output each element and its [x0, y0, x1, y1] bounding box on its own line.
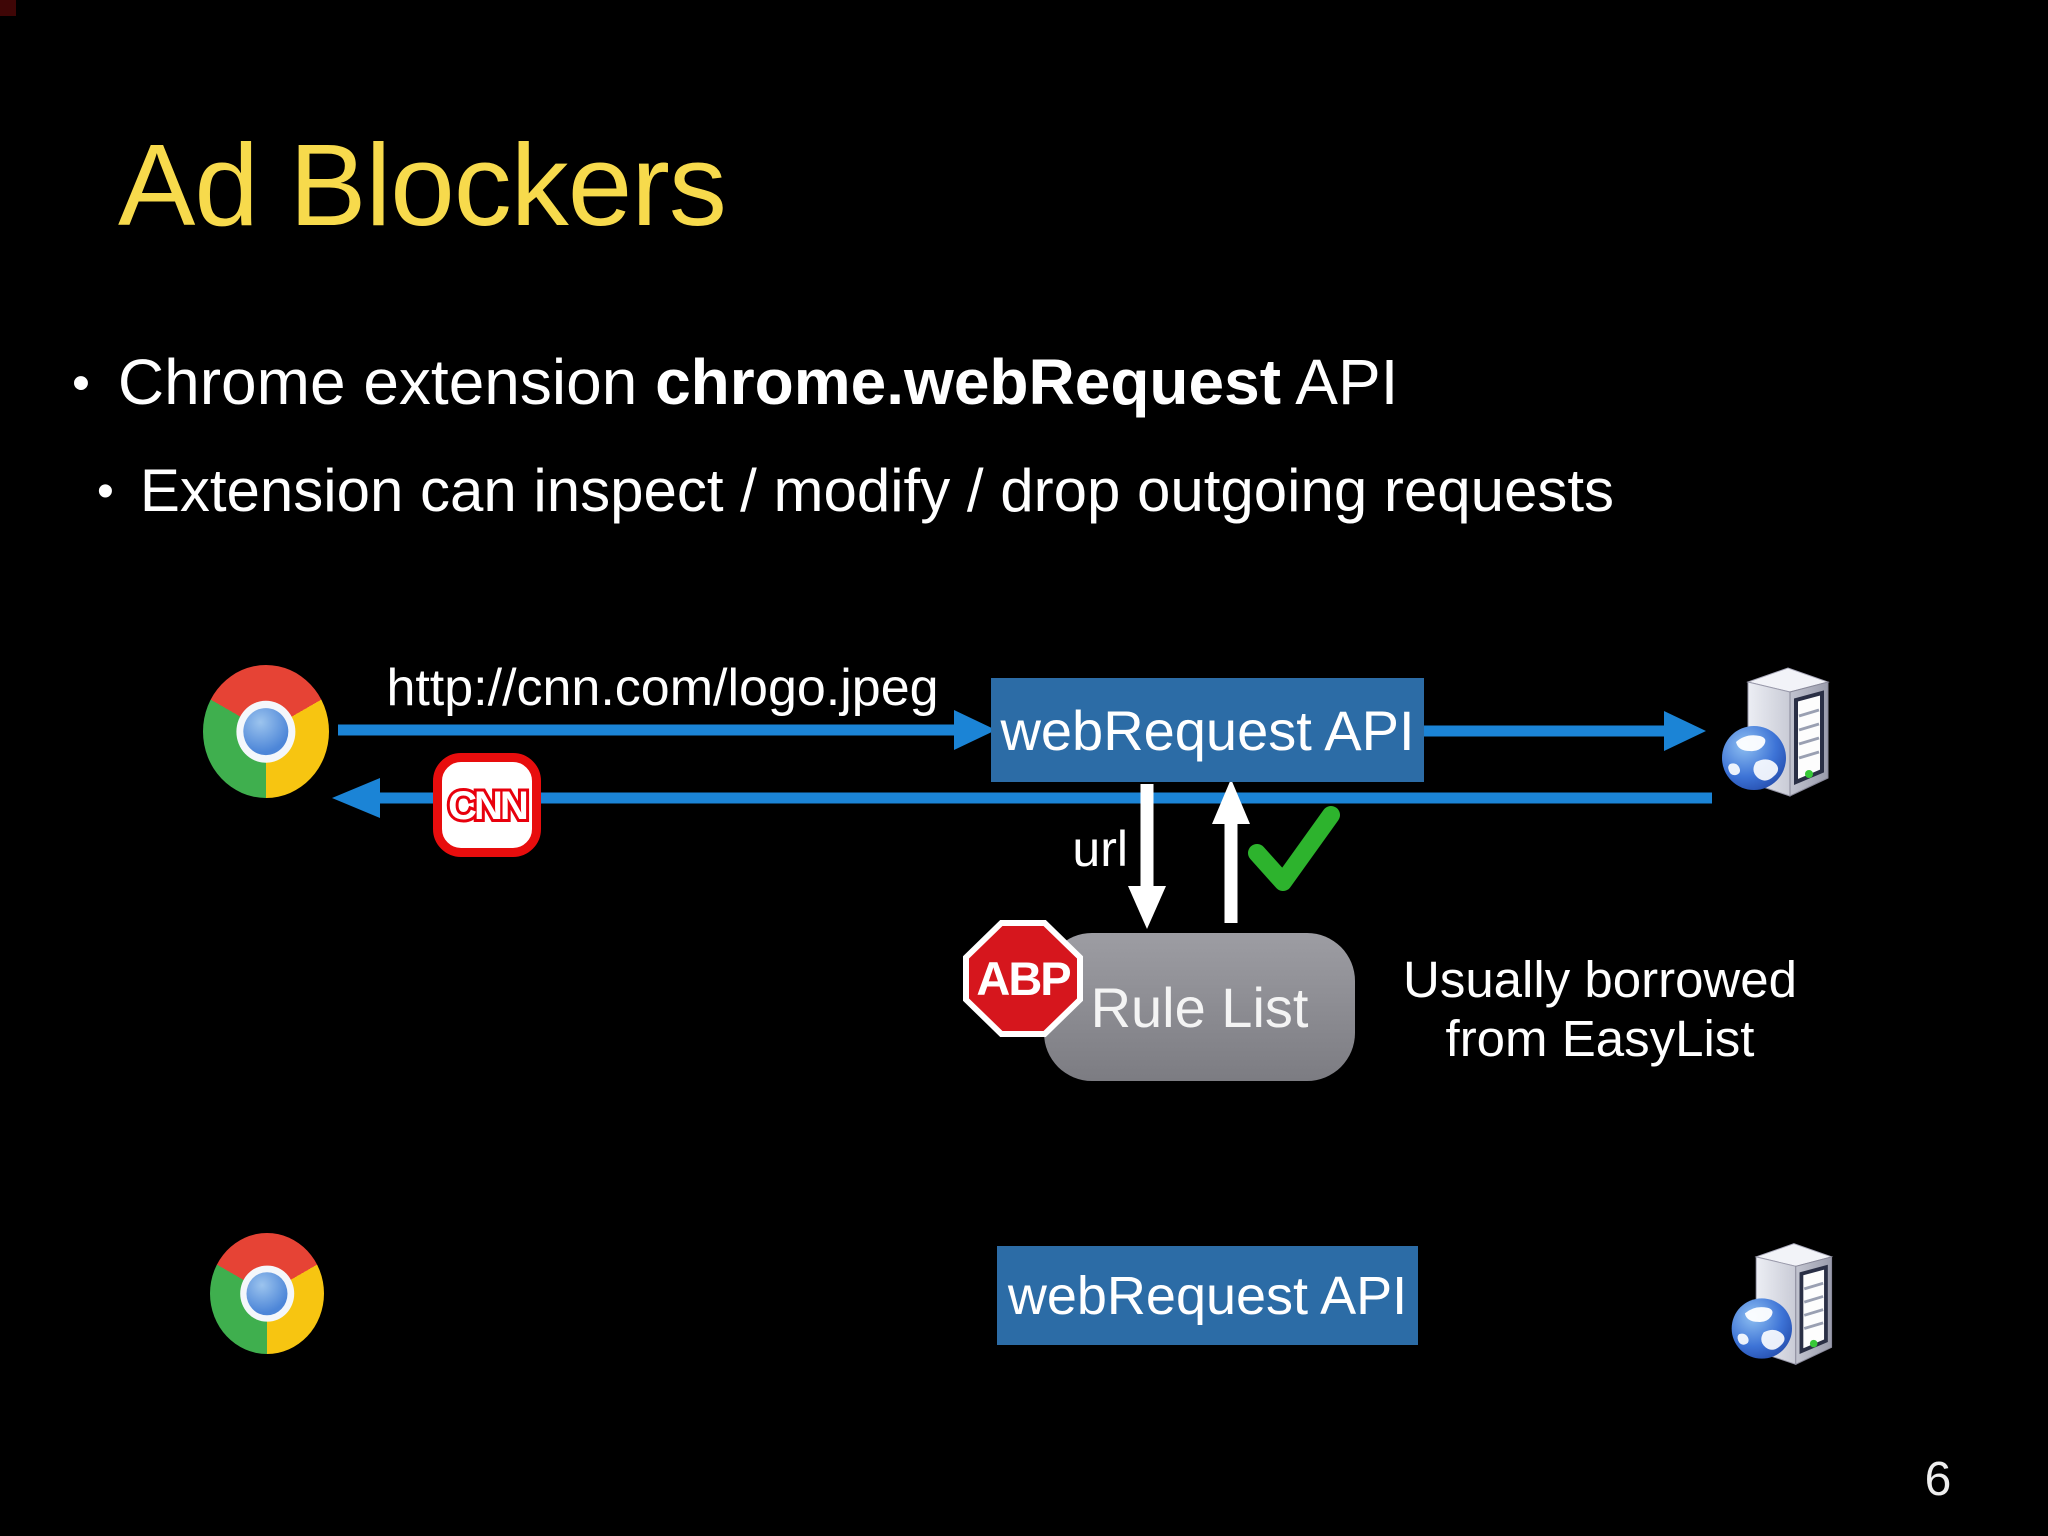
chrome-browser-icon-bottom [210, 1233, 324, 1354]
svg-text:CNN: CNN [448, 784, 527, 828]
bullet-1-pre: Chrome extension [117, 346, 656, 418]
corner-marker [0, 0, 16, 16]
web-server-icon [1716, 658, 1856, 806]
bullet-line-1: • Chrome extension chrome.webRequest API [72, 345, 1398, 422]
bullet-marker: • [97, 465, 114, 518]
request-arrow-browser-to-api [338, 710, 996, 750]
page-title: Ad Blockers [118, 120, 727, 250]
rule-list-label: Rule List [1090, 975, 1309, 1039]
bullet-line-2: • Extension can inspect / modify / drop … [97, 456, 1614, 528]
bullet-marker: • [72, 354, 90, 411]
adblock-plus-icon: ABP [963, 920, 1083, 1037]
server-led [1805, 770, 1813, 778]
web-server-glyph [1722, 667, 1830, 797]
web-server-icon-bottom [1726, 1234, 1858, 1374]
allow-up-arrow [1212, 779, 1250, 923]
url-param-label: url [1072, 821, 1128, 877]
webrequest-api-box: webRequest API [991, 678, 1424, 782]
cnn-logo-icon: CNN [433, 753, 541, 857]
bullet-2-text: Extension can inspect / modify / drop ou… [139, 457, 1615, 524]
easylist-note: Usually borrowed from EasyList [1358, 950, 1842, 1068]
easylist-note-line1: Usually borrowed [1402, 951, 1797, 1008]
chrome-browser-icon [203, 665, 329, 798]
request-url-label: http://cnn.com/logo.jpeg [386, 659, 939, 717]
page-number: 6 [1924, 1453, 1952, 1506]
response-arrow-server-to-browser [332, 778, 1712, 818]
webrequest-api-box-bottom: webRequest API [997, 1246, 1418, 1345]
bullet-1-bold: chrome.webRequest [655, 346, 1282, 418]
abp-label: ABP [976, 952, 1071, 1005]
url-down-arrow [1128, 784, 1166, 929]
abp-octagon: ABP [969, 926, 1077, 1031]
webrequest-api-label: webRequest API [1000, 698, 1415, 762]
request-arrow-api-to-server [1424, 711, 1706, 751]
green-check-icon [1248, 806, 1340, 891]
cnn-logo-text: CNN [445, 781, 532, 831]
rule-list-box: Rule List [1044, 933, 1355, 1081]
webrequest-api-label-bottom: webRequest API [1007, 1265, 1408, 1326]
easylist-note-line2: from EasyList [1445, 1010, 1755, 1068]
bullet-1-post: API [1281, 346, 1399, 418]
web-server-glyph [1731, 1243, 1834, 1366]
server-led [1809, 1339, 1818, 1348]
bullet-1-text: Chrome extension chrome.webRequest API [118, 345, 1399, 419]
chrome-core [246, 1271, 288, 1316]
chrome-core [243, 707, 289, 756]
